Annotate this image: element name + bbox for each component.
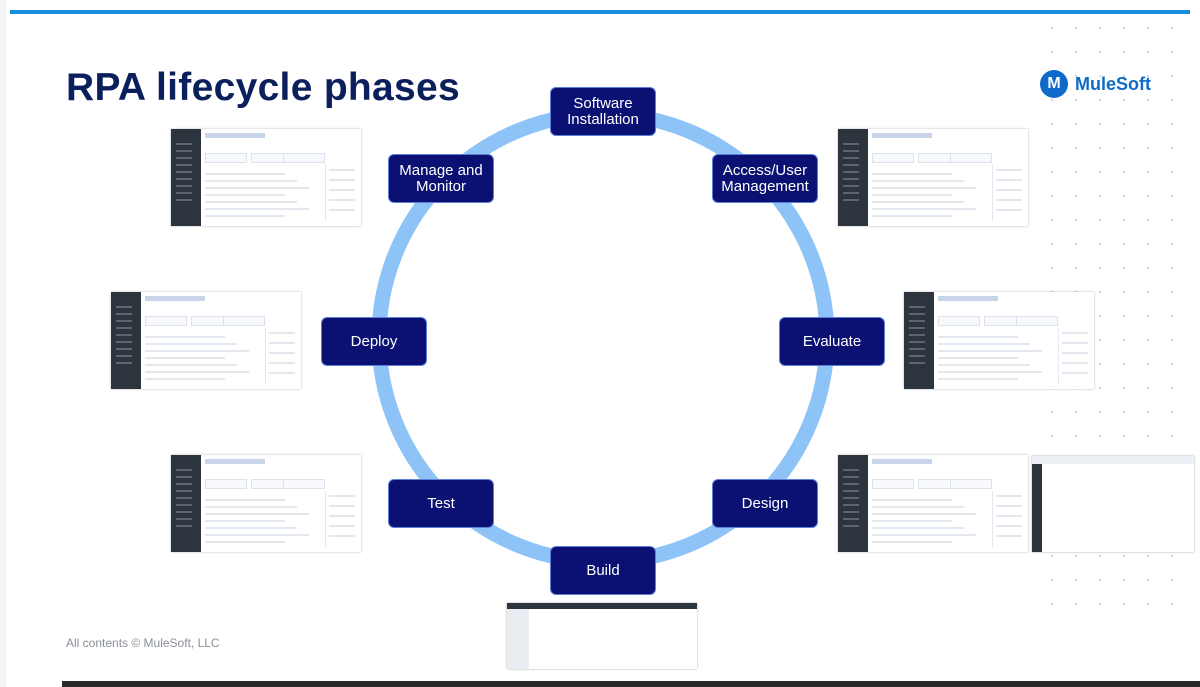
screenshot-thumbnail — [171, 455, 361, 552]
mulesoft-logo: M MuleSoft — [1040, 70, 1151, 98]
screenshot-thumbnail — [171, 129, 361, 226]
phase-design: Design — [712, 479, 818, 528]
phase-evaluate: Evaluate — [779, 317, 885, 366]
slide-title: RPA lifecycle phases — [66, 66, 461, 109]
screenshot-thumbnail — [838, 129, 1028, 226]
screenshot-thumbnail — [111, 292, 301, 389]
phase-software-installation: Software Installation — [550, 87, 656, 136]
screenshot-thumbnail — [904, 292, 1094, 389]
studio-screenshot-thumbnail — [1032, 456, 1194, 552]
mulesoft-m-icon: M — [1040, 70, 1068, 98]
phase-test: Test — [388, 479, 494, 528]
bottom-toolbar — [62, 681, 1200, 687]
build-screenshot-thumbnail — [507, 603, 697, 669]
logo-text: MuleSoft — [1075, 73, 1151, 94]
phase-access-user-management: Access/User Management — [712, 154, 818, 203]
copyright-footer: All contents © MuleSoft, LLC — [66, 636, 220, 650]
screenshot-thumbnail — [838, 455, 1028, 552]
phase-build: Build — [550, 546, 656, 595]
window-edge — [0, 0, 6, 687]
phase-deploy: Deploy — [321, 317, 427, 366]
phase-manage-and-monitor: Manage and Monitor — [388, 154, 494, 203]
accent-bar — [10, 10, 1190, 14]
